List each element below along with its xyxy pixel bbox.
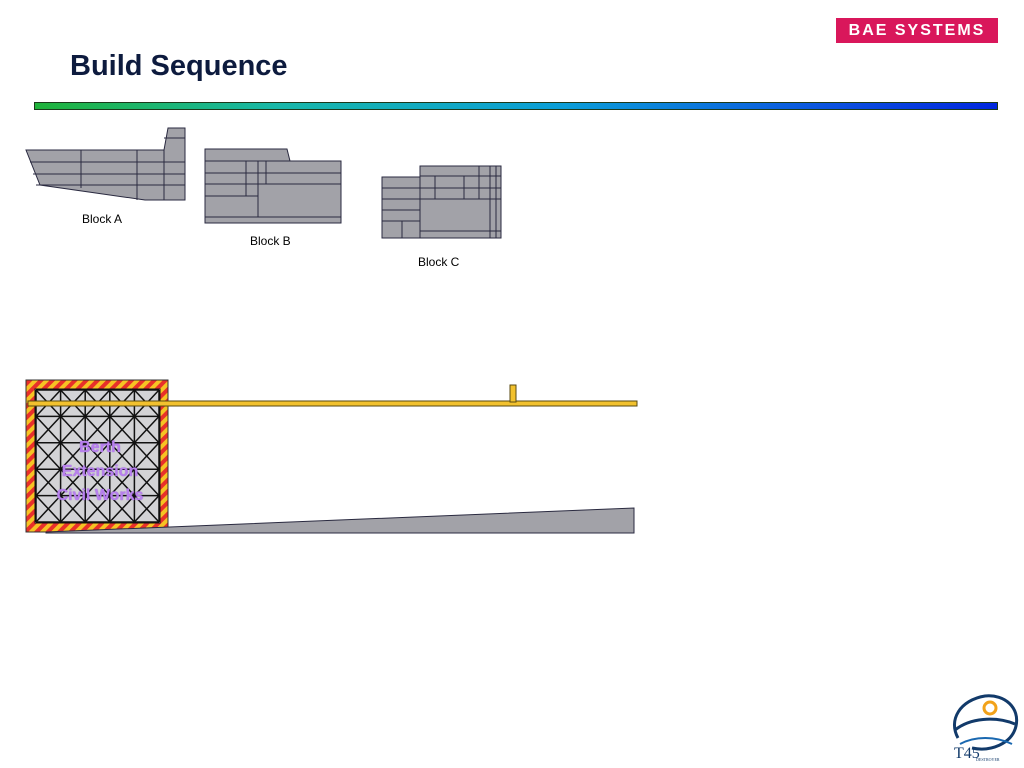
grid-brace xyxy=(133,495,160,523)
block-b-shape xyxy=(204,148,342,224)
grid-brace xyxy=(60,442,86,470)
grid-brace xyxy=(109,495,135,523)
title-divider-bar xyxy=(34,102,998,110)
grid-brace xyxy=(133,468,160,497)
grid-brace xyxy=(84,415,111,444)
berth-grid xyxy=(35,389,160,523)
berth-rail xyxy=(27,384,638,407)
berth-line-2: Extension xyxy=(61,463,139,480)
block-c-shape xyxy=(381,165,502,239)
grid-brace xyxy=(35,468,62,497)
grid-brace xyxy=(35,495,62,523)
grid-brace xyxy=(84,442,111,470)
emblem-mark: T45 xyxy=(954,745,980,762)
grid-brace xyxy=(35,415,62,444)
grid-brace xyxy=(60,495,86,523)
block-b-label: Block B xyxy=(250,234,291,248)
grid-brace xyxy=(35,442,62,470)
block-a-label: Block A xyxy=(82,212,123,226)
berth-line-1: Berth xyxy=(79,439,121,456)
grid-brace xyxy=(109,468,135,497)
grid-brace xyxy=(133,415,160,444)
berth-line-3: Civil Works xyxy=(56,487,144,504)
grid-brace xyxy=(60,415,86,444)
bae-systems-logo: BAE SYSTEMS xyxy=(836,18,998,43)
block-c-label: Block C xyxy=(418,255,460,269)
logo-text: BAE SYSTEMS xyxy=(848,21,986,39)
grid-brace xyxy=(109,415,135,444)
grid-brace xyxy=(60,468,86,497)
emblem-caption: DESTROYER xyxy=(976,757,1000,762)
block-a-shape xyxy=(25,127,186,201)
grid-brace xyxy=(109,442,135,470)
slipway-ramp xyxy=(45,507,635,534)
grid-brace xyxy=(133,442,160,470)
page-title: Build Sequence xyxy=(70,50,288,82)
type45-emblem xyxy=(952,694,1019,751)
grid-brace xyxy=(84,468,111,497)
grid-brace xyxy=(84,495,111,523)
berth-extension-label: Berth Extension Civil Works xyxy=(40,436,160,508)
